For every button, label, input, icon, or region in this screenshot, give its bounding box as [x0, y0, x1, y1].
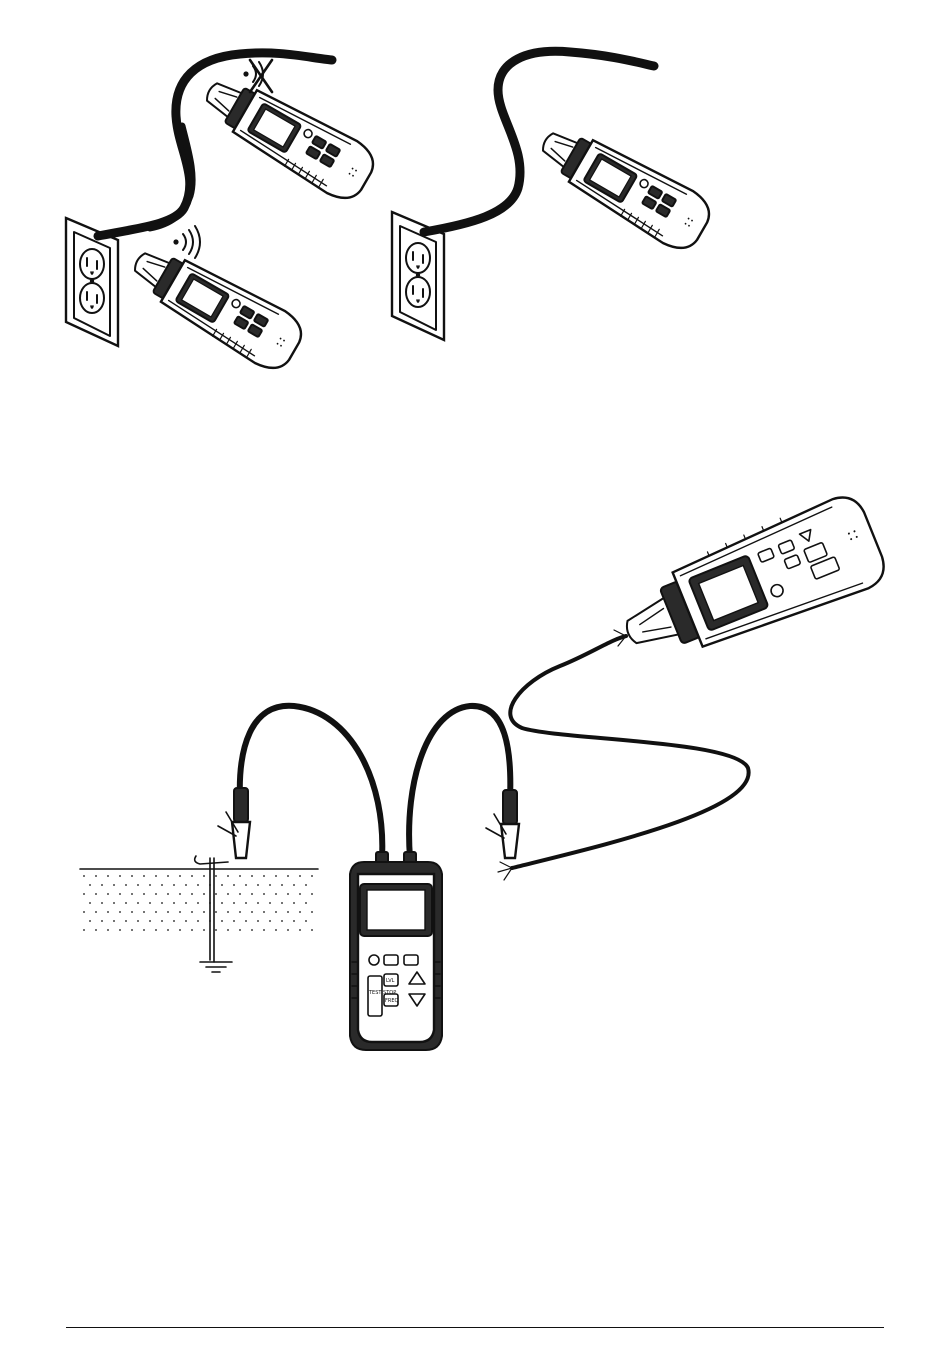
alligator-clip-right	[486, 790, 519, 858]
level-label: LVL	[386, 978, 395, 984]
earth-soil-area	[80, 869, 318, 931]
test-stop-label: TEST STOP	[368, 990, 396, 996]
sound-waves-icon	[173, 226, 200, 258]
no-signal-icon	[243, 60, 272, 92]
test-lead-left	[240, 706, 383, 858]
scene-live-wire-trace	[66, 53, 381, 377]
footer-rule	[66, 1327, 884, 1328]
alligator-clip-left	[218, 788, 250, 858]
receiver-probe-idle	[530, 115, 717, 257]
receiver-probe-no-signal	[194, 65, 381, 207]
transmitter-unit: LVL TEST STOP FREQ	[350, 852, 442, 1050]
test-lead-right	[409, 706, 510, 858]
receiver-probe-large	[610, 488, 891, 678]
earth-ground-icon	[200, 962, 232, 972]
scene-dead-wire-no-signal	[392, 51, 717, 340]
receiver-probe-signal	[122, 235, 309, 377]
freq-label: FREQ	[385, 998, 399, 1004]
scene-transmitter-hookup: LVL TEST STOP FREQ	[80, 488, 891, 1050]
